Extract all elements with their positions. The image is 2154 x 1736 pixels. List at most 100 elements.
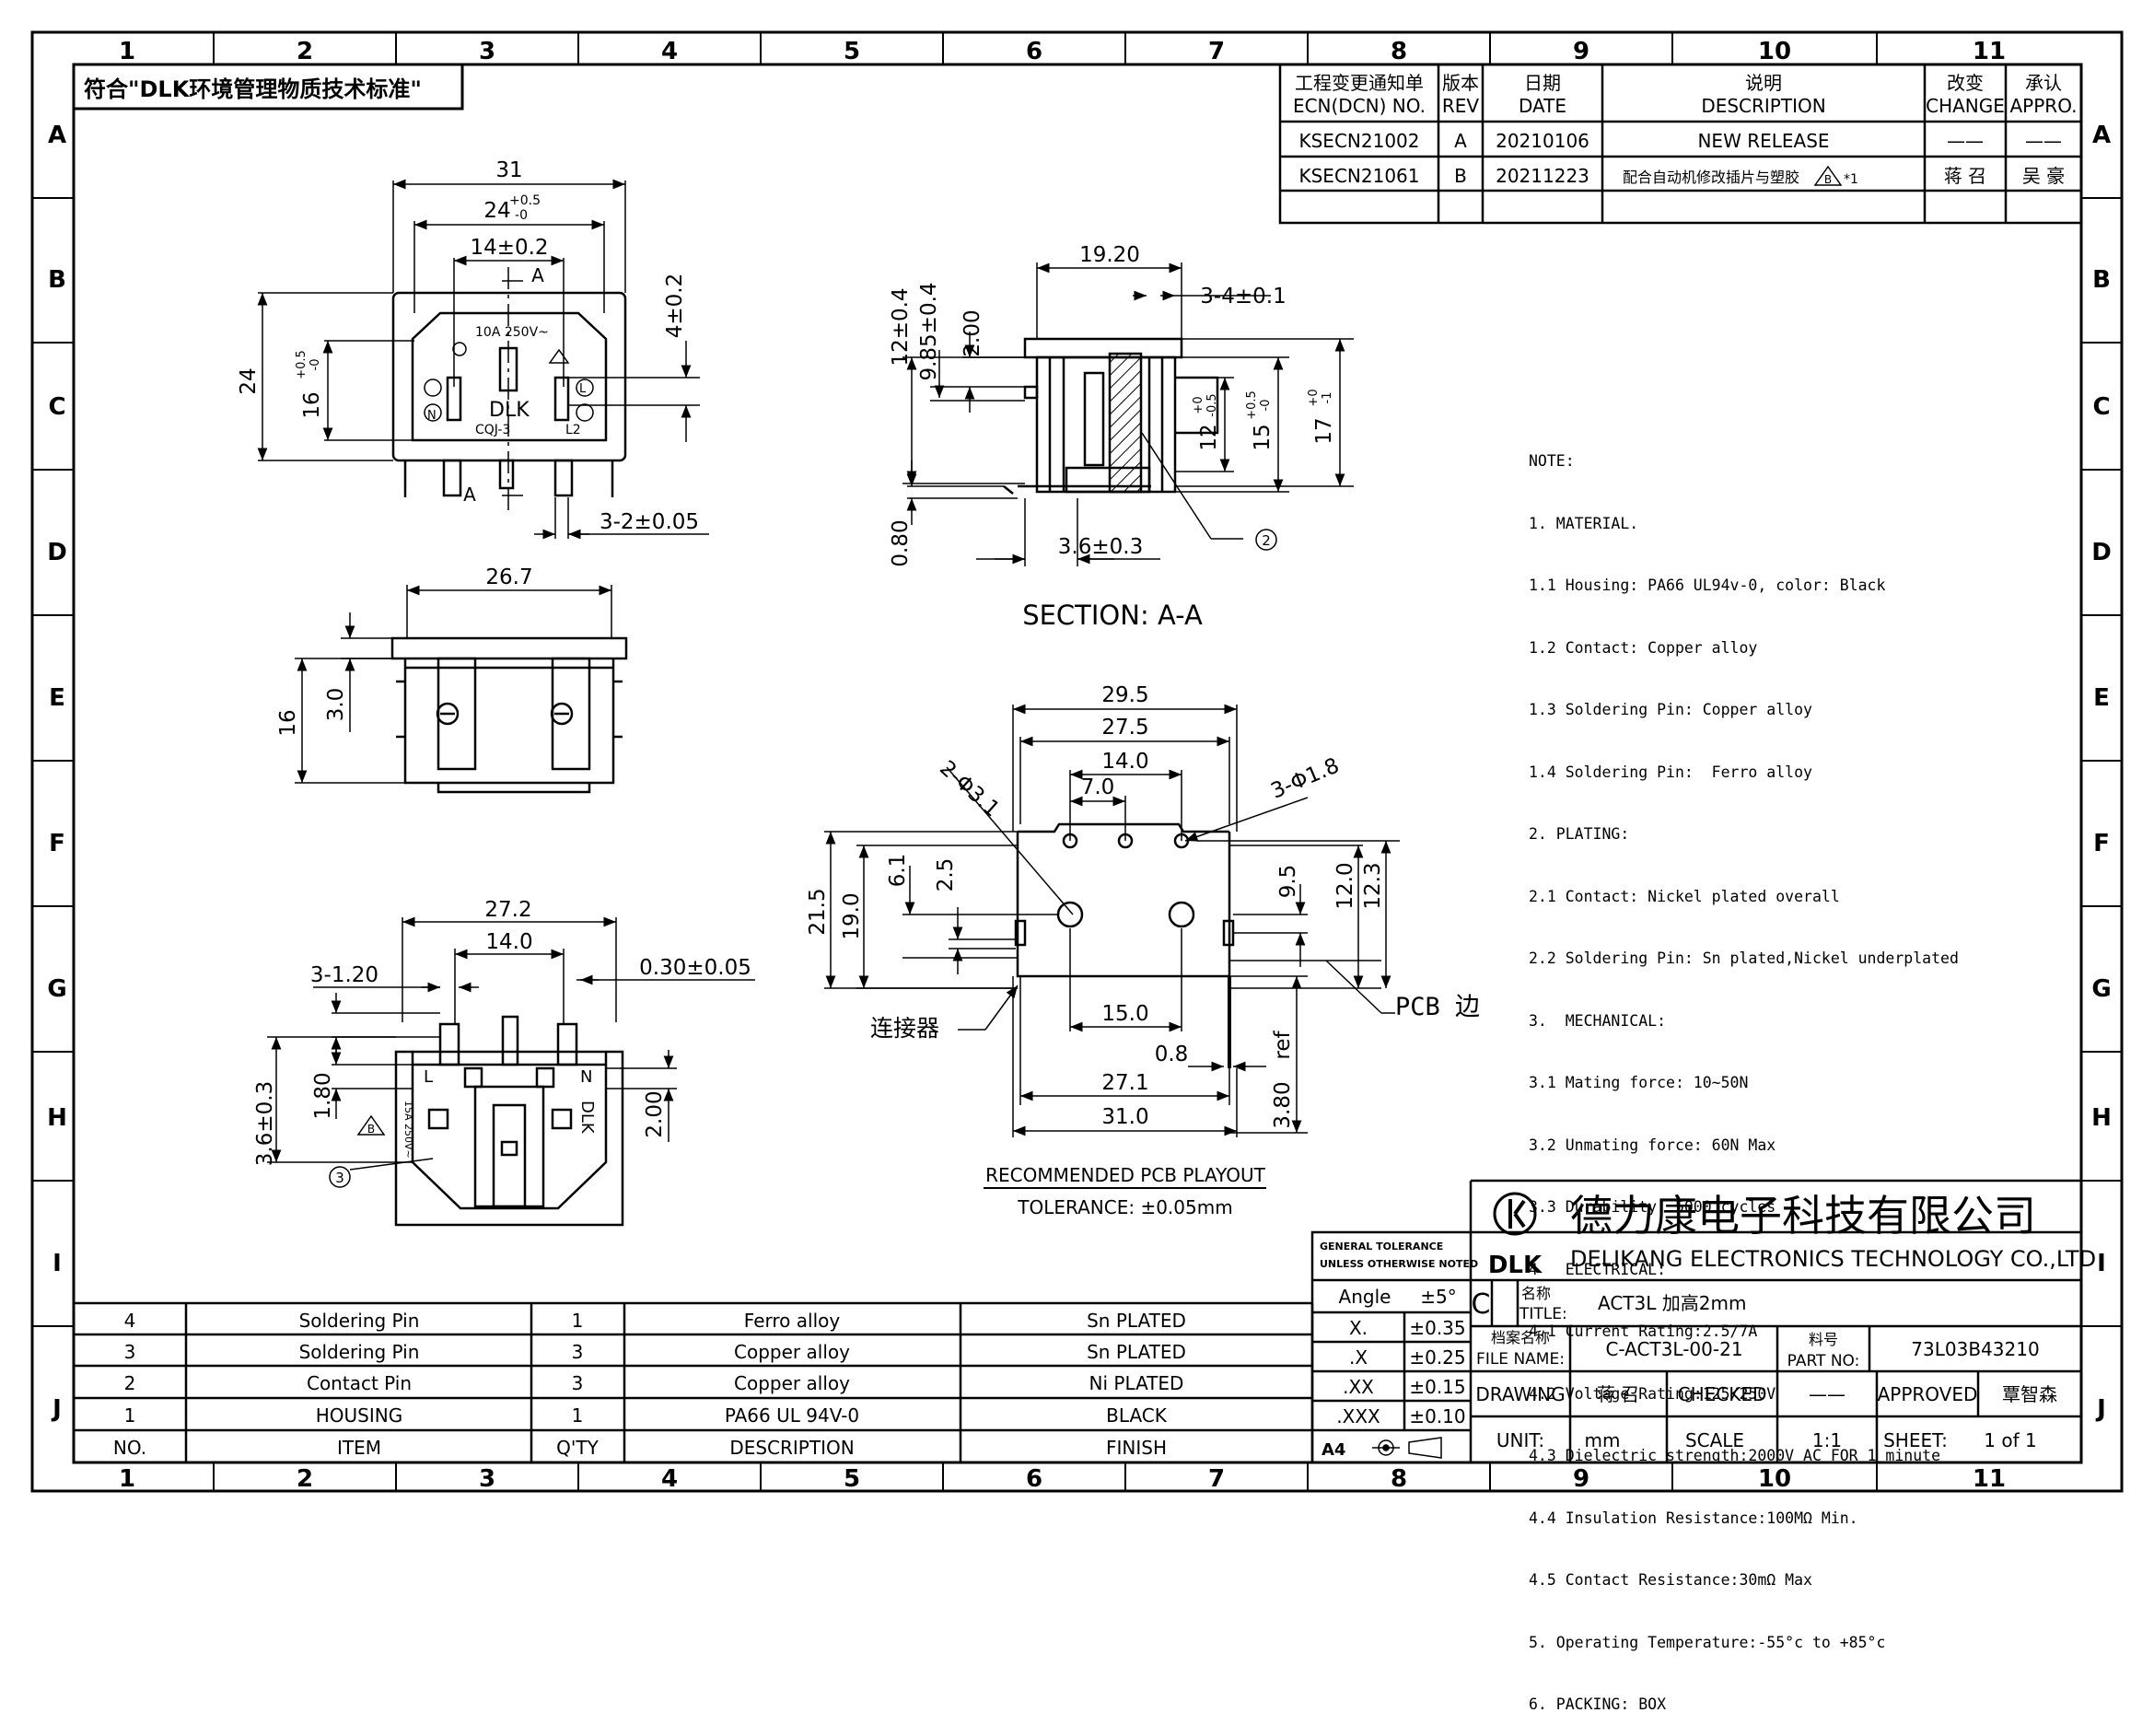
bottom-dim-thickness: 0.30±0.05: [639, 956, 751, 980]
grid-col-label: 8: [1391, 38, 1407, 65]
revision-b-triangle-letter: B: [1824, 173, 1832, 186]
tolerance-angle-value: ±5°: [1420, 1286, 1456, 1308]
company-logo-text: DLK: [1488, 1252, 1543, 1279]
rev-header-ecn-cn: 工程变更通知单: [1295, 72, 1424, 94]
note-line: 1. MATERIAL.: [1529, 514, 1639, 532]
tolerance-label: .XXX: [1336, 1405, 1380, 1427]
grid-row-label: E: [2093, 684, 2110, 712]
bom-cell: 3: [572, 1372, 584, 1394]
front-l2-label: L2: [565, 423, 581, 437]
section-dim-17-minus: -1: [1321, 392, 1334, 404]
bom-header: NO.: [113, 1437, 146, 1459]
pcb-dim-310: 31.0: [1101, 1105, 1148, 1129]
grid-col-label: 7: [1208, 1465, 1225, 1493]
notes-block: NOTE: 1. MATERIAL. 1.1 Housing: PA66 UL9…: [1529, 410, 2044, 1736]
sheet-value: 1 of 1: [1984, 1429, 2036, 1451]
bom-cell: Sn PLATED: [1087, 1341, 1186, 1363]
callout-3-label: 3: [335, 1170, 344, 1186]
grid-col-label: 11: [1973, 1465, 2006, 1493]
pcb-dim-271: 27.1: [1101, 1071, 1148, 1095]
grid-row-label: G: [47, 975, 66, 1003]
grid-row-label: A: [48, 122, 66, 149]
section-dim-12: 12±0.4: [889, 287, 913, 366]
part-no-value: 73L03B43210: [1911, 1338, 2039, 1360]
pcb-dim-08: 0.8: [1155, 1043, 1189, 1066]
section-hatched-contact: [1108, 352, 1143, 494]
rev-header-date-en: DATE: [1519, 95, 1566, 117]
bom-cell: 1: [124, 1404, 136, 1427]
pcb-dim-2-phi31: 2-Φ3.1: [935, 756, 1004, 821]
bottom-dim-36: 3.6±0.3: [253, 1081, 277, 1166]
note-line: 1.2 Contact: Copper alloy: [1529, 638, 1758, 657]
bottom-triangle-letter: B: [367, 1123, 375, 1136]
approved-label: APPROVED: [1878, 1383, 1978, 1405]
company-name-cn: 德力康电子科技有限公司: [1570, 1191, 2036, 1241]
rev-row-change: 蒋 召: [1944, 165, 1986, 187]
bom-header: FINISH: [1106, 1437, 1167, 1459]
rev-row-appro: ——: [2025, 130, 2062, 152]
note-line: 1.1 Housing: PA66 UL94v-0, color: Black: [1529, 577, 1886, 594]
section-dim-pin-width: 3-4±0.1: [1200, 285, 1286, 309]
grid-col-label: 8: [1391, 1465, 1407, 1493]
bom-cell: Soldering Pin: [299, 1310, 420, 1332]
pcb-dim-70: 7.0: [1081, 775, 1115, 799]
grid-col-label: 5: [844, 1465, 860, 1493]
rev-header-rev-cn: 版本: [1442, 72, 1479, 94]
pcb-dim-3-phi18: 3-Φ1.8: [1267, 753, 1343, 803]
grid-row-label: I: [52, 1250, 62, 1277]
bottom-logo-label: DLK: [577, 1101, 597, 1135]
grid-col-label: 6: [1026, 1465, 1042, 1493]
bom-cell: Ni PLATED: [1089, 1372, 1184, 1394]
note-line: 4 ELECTRICAL:: [1529, 1260, 1667, 1278]
note-line: 4.3 Dielectric strength:2000V AC FOR 1 m…: [1529, 1447, 1941, 1464]
front-rating-label: 10A 250V~: [475, 325, 549, 340]
front-l-label: L: [579, 382, 587, 396]
grid-col-label: 10: [1758, 38, 1791, 65]
rev-row-appro: 吴 豪: [2022, 165, 2065, 187]
rev-header-change-en: CHANGE: [1926, 95, 2005, 117]
note-line: 5. Operating Temperature:-55°c to +85°c: [1529, 1633, 1886, 1651]
grid-row-label: F: [2093, 830, 2110, 857]
pcb-layout: 29.5 27.5 14.0 7.0 2-Φ3.1 3-Φ1.8 21.5 19…: [806, 683, 1480, 1218]
grid-row-label: H: [2091, 1104, 2112, 1132]
front-dim-height: 24: [237, 367, 261, 394]
side-view: 26.7 3.0 16: [276, 565, 628, 794]
note-line: 4.1 Current Rating:2.5/7A: [1529, 1322, 1758, 1340]
company-name-en: DELIKANG ELECTRONICS TECHNOLOGY CO.,LTD: [1570, 1246, 2096, 1272]
grid-col-label: 9: [1573, 38, 1589, 65]
front-dim-inner-minus: -0: [515, 208, 528, 223]
tolerance-value: ±0.10: [1409, 1405, 1465, 1427]
pcb-dim-120: 12.0: [1333, 862, 1357, 909]
bom-cell: HOUSING: [316, 1404, 402, 1427]
grid-row-label: B: [48, 266, 66, 294]
bom-cell: 2: [124, 1372, 136, 1394]
note-line: 1.4 Soldering Pin: Ferro alloy: [1529, 763, 1812, 781]
rev-row-date: 20211223: [1496, 165, 1589, 187]
side-dim-depth: 16: [276, 709, 300, 736]
section-dim-36: 3.6±0.3: [1058, 535, 1143, 559]
pcb-dim-95: 9.5: [1276, 865, 1300, 899]
bottom-dim-200: 2.00: [643, 1090, 667, 1137]
front-section-mark-a: A: [531, 264, 544, 286]
revision-b-triangle-icon: B *1: [1813, 165, 1858, 187]
section-view: 2 19.20 3-4±0.1 12±0.4 9.85±0.4 2.00 12 …: [889, 243, 1354, 631]
grid-row-label: B: [2092, 266, 2111, 294]
checked-label: CHECKED: [1678, 1383, 1767, 1405]
front-dim-inner-height-minus: -0: [309, 359, 322, 371]
compliance-note: 符合"DLK环境管理物质技术标准": [72, 63, 464, 111]
bottom-n-label: N: [580, 1067, 592, 1087]
part-no-label-en: PART NO:: [1787, 1352, 1860, 1370]
front-view: 10A 250V~ DLK CQJ-3 L2 N L: [237, 158, 709, 540]
front-dim-inner-height-plus: +0.5: [295, 350, 309, 379]
pcb-dim-295: 29.5: [1101, 683, 1148, 707]
front-dim-pin-spacing: 14±0.2: [470, 236, 548, 260]
note-line: 1.3 Soldering Pin: Copper alloy: [1529, 701, 1812, 718]
bottom-dim-pin-spacing: 14.0: [485, 930, 532, 954]
bom-header: Q'TY: [556, 1437, 599, 1459]
scale-value: 1:1: [1812, 1429, 1842, 1451]
grid-ticks: [32, 32, 2122, 1491]
bottom-dim-width: 27.2: [484, 898, 531, 922]
note-line: 4.5 Contact Resistance:30mΩ Max: [1529, 1571, 1812, 1589]
front-dim-inner: 24: [483, 199, 510, 223]
bom-cell: 3: [124, 1341, 136, 1363]
